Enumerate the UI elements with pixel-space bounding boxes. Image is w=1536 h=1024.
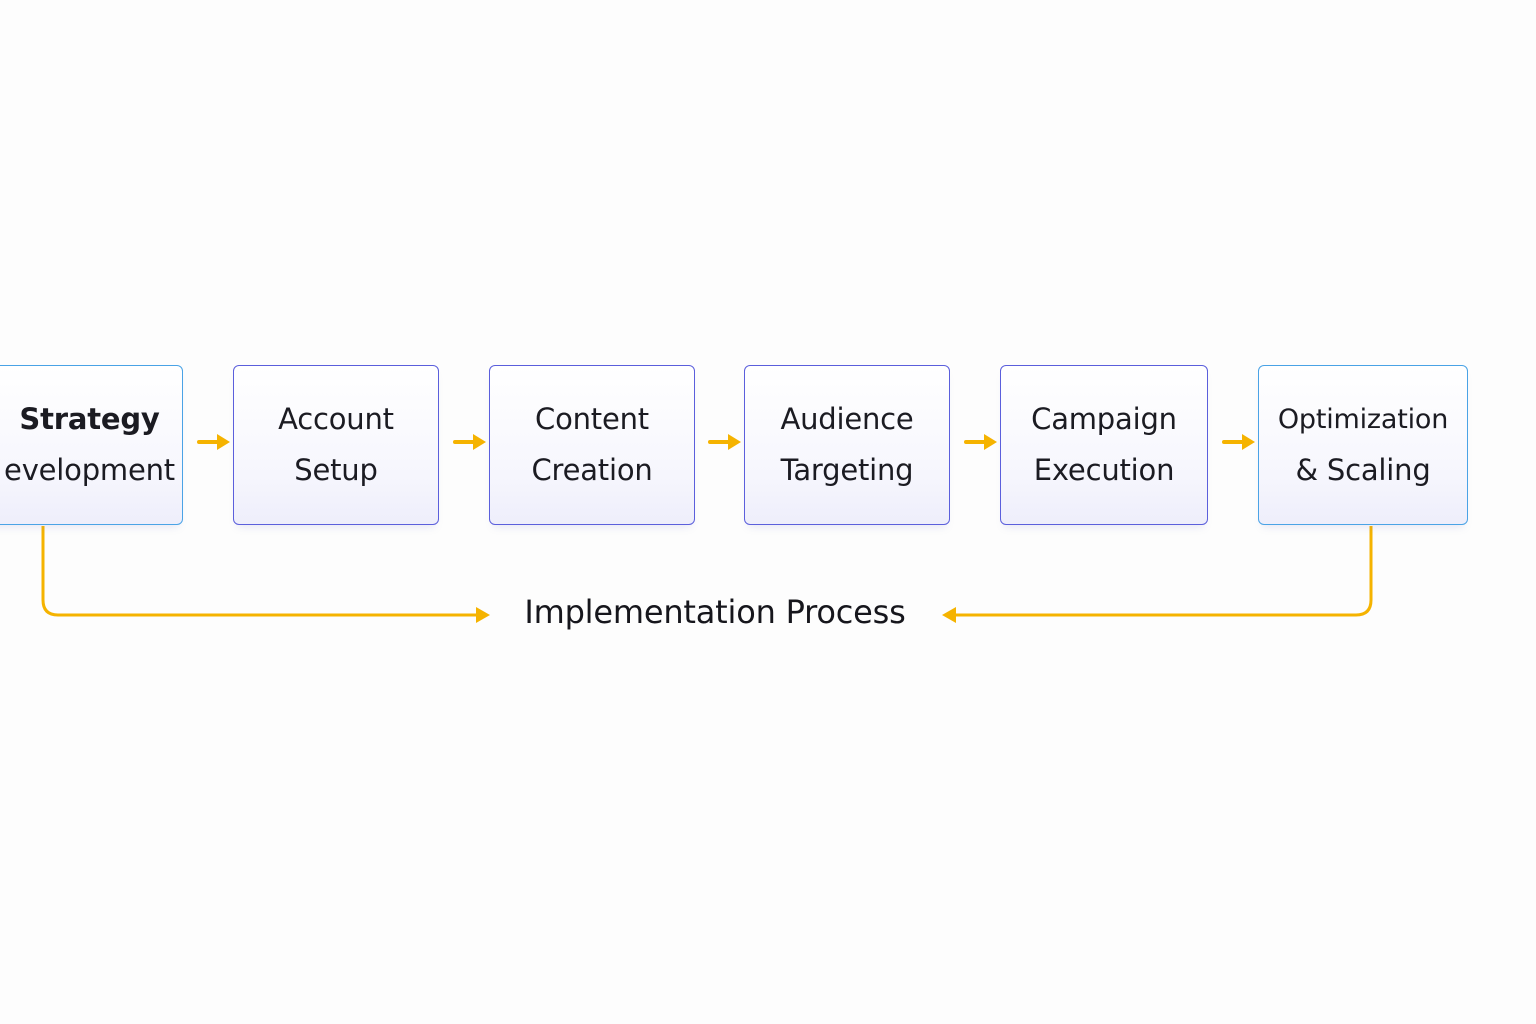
loop-connector-right [942,526,1373,623]
step-label-line1: Strategy [19,402,160,436]
step-label-line1: Account [278,402,394,436]
step-label-line1: Audience [780,402,914,436]
step-label-line2: evelopment [4,453,175,487]
step-arrow-4 [964,434,997,450]
step-label-line2: Targeting [780,453,914,487]
step-label-line2: Creation [531,453,653,487]
arrow-left-icon [942,607,956,623]
step-label-line2: Execution [1033,453,1175,487]
step-arrow-1 [197,434,230,450]
step-audience-targeting: Audience Targeting [744,365,950,525]
step-label-line1: Content [535,402,649,436]
loop-connector-left [41,526,490,623]
step-label-line2: & Scaling [1295,453,1431,487]
step-content-creation: Content Creation [489,365,695,525]
step-label-line2: Setup [294,453,378,487]
step-account-setup: Account Setup [233,365,439,525]
arrow-right-icon [476,607,490,623]
step-arrow-3 [708,434,741,450]
step-label-line1: Campaign [1031,402,1177,436]
step-strategy-development: Strategy evelopment [0,365,183,525]
step-arrow-5 [1222,434,1255,450]
step-optimization-scaling: Optimization & Scaling [1258,365,1468,525]
step-campaign-execution: Campaign Execution [1000,365,1208,525]
step-label-line1: Optimization [1277,404,1449,435]
implementation-process-label: Implementation Process [524,593,906,631]
step-arrow-2 [453,434,486,450]
